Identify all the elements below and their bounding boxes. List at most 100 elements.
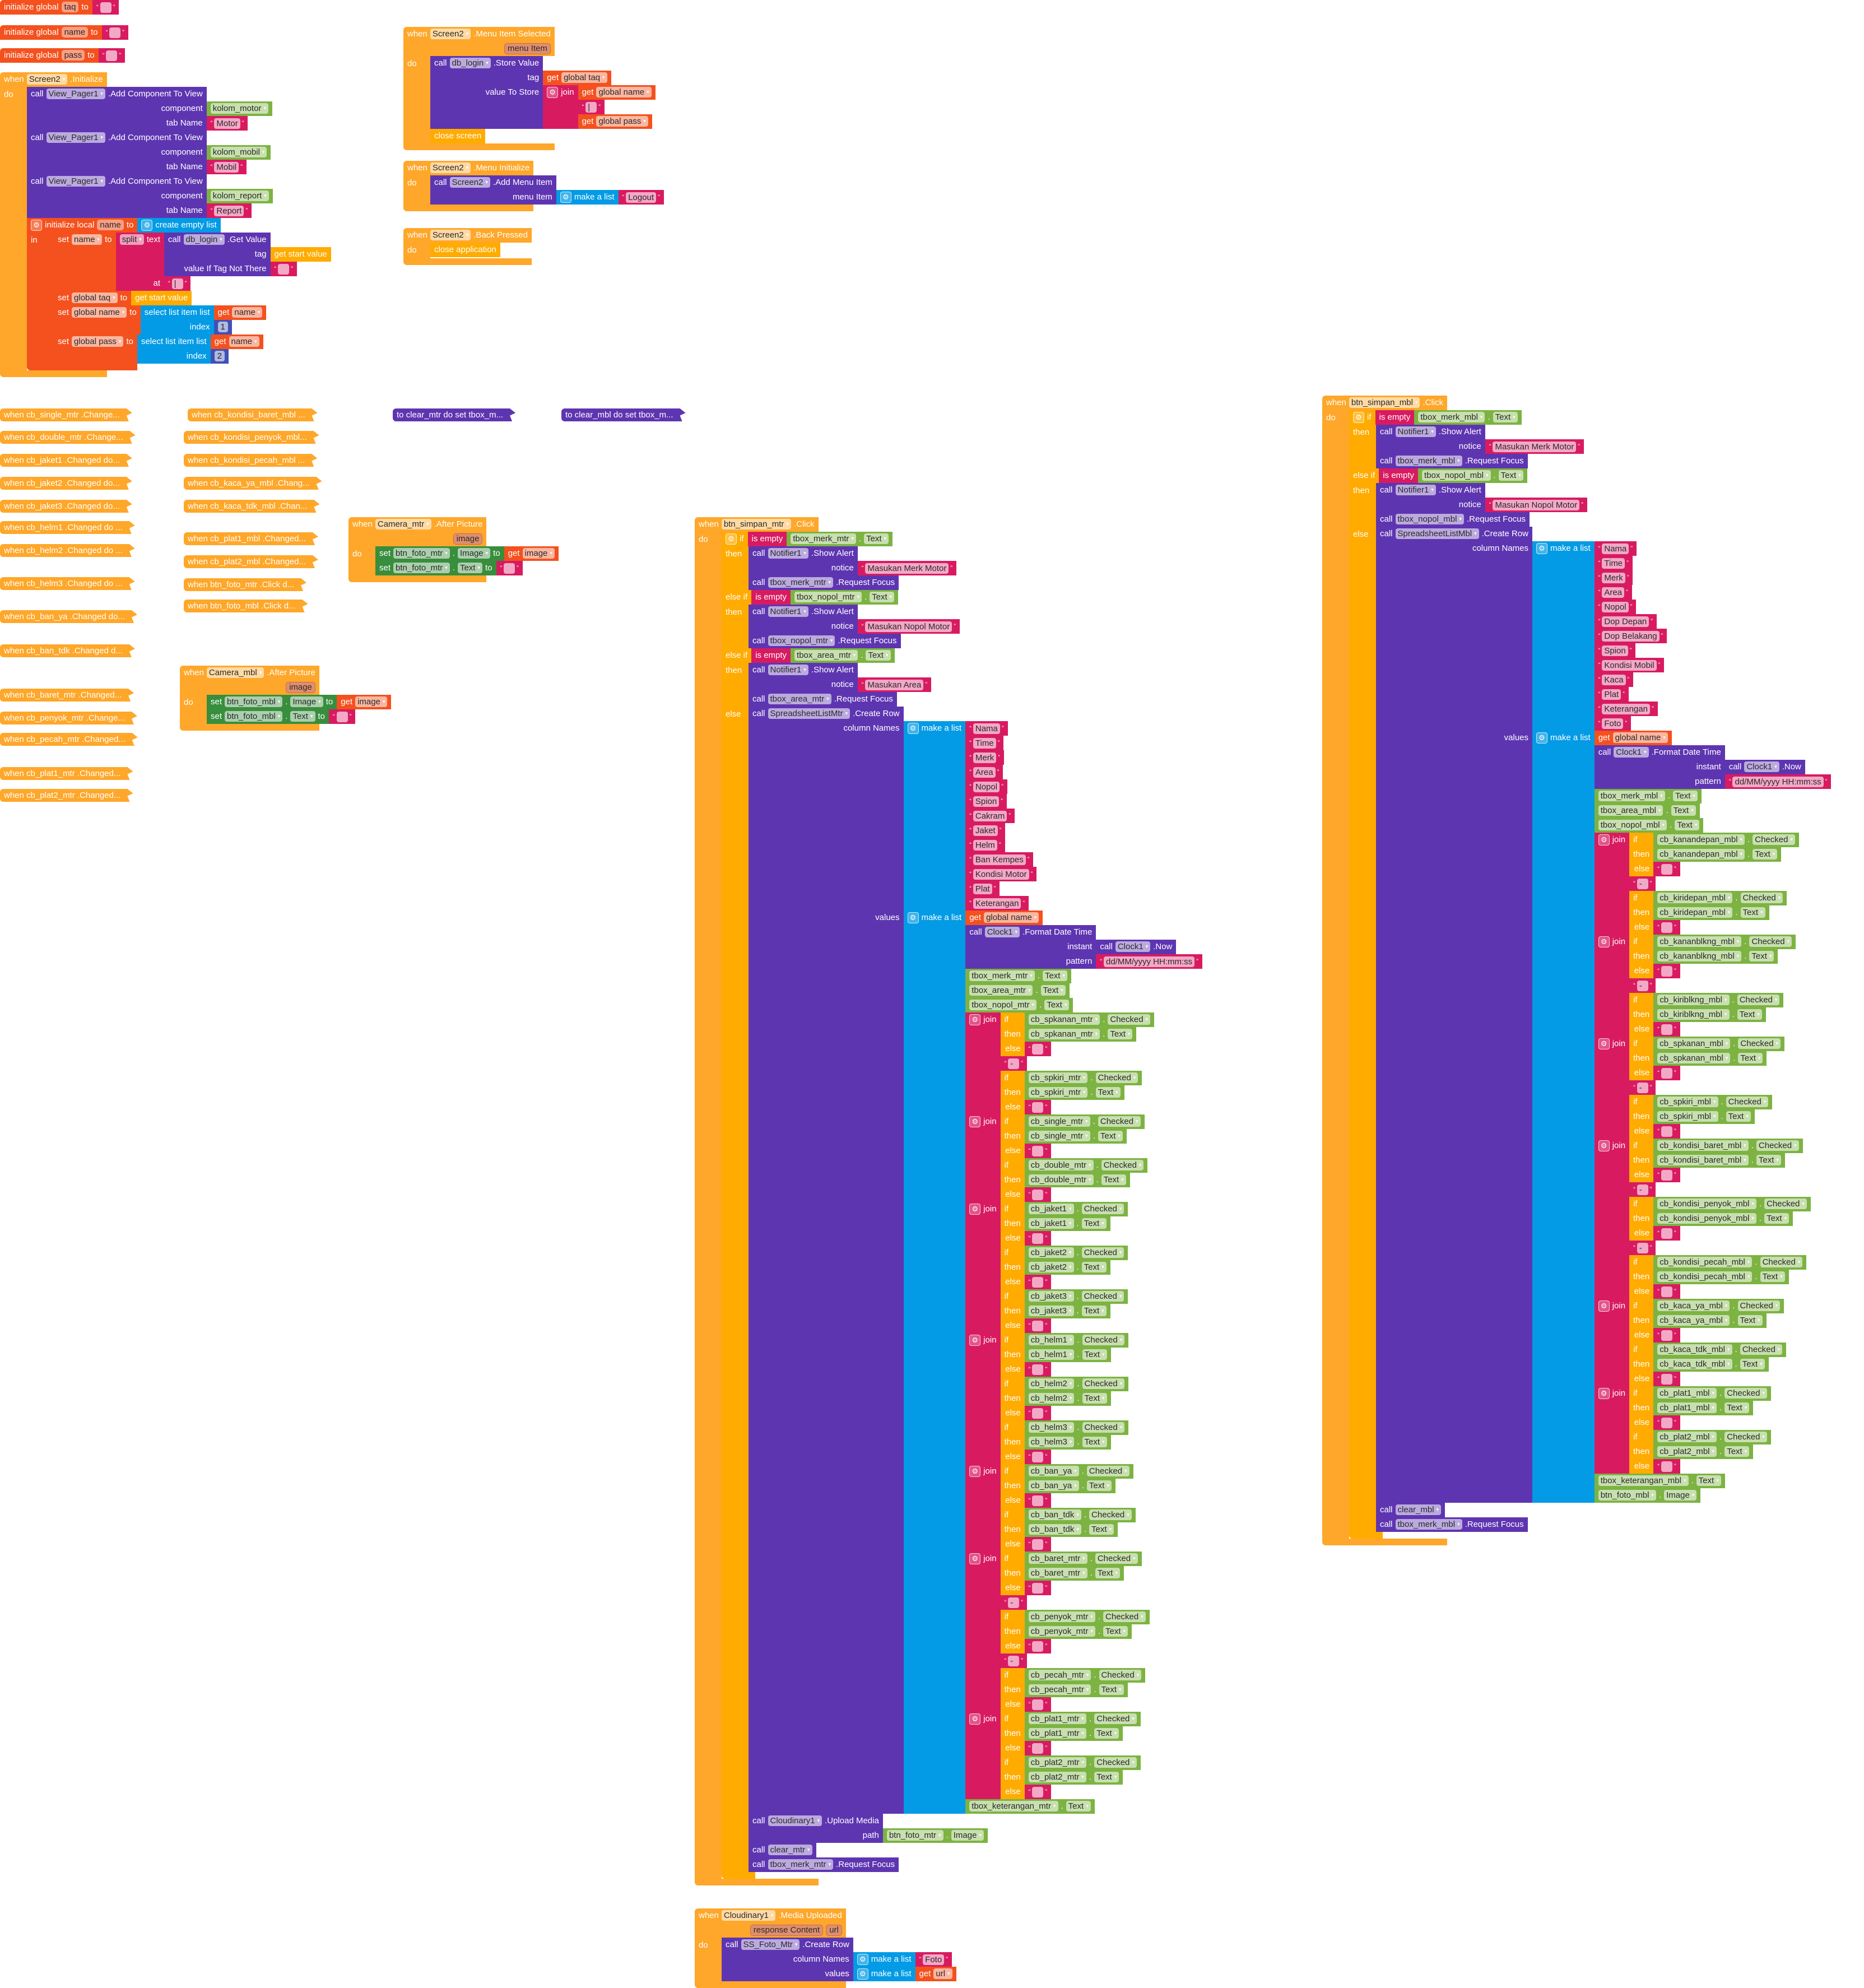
component-getter-block[interactable]: cb_spkanan_mbl▾.Checked▾ <box>1653 1037 1785 1051</box>
string-value[interactable]: Masukan Merk Motor <box>1493 441 1577 452</box>
dropdown-field[interactable]: Text▾ <box>1095 1568 1120 1578</box>
string-value[interactable] <box>1661 1330 1672 1341</box>
dropdown-field[interactable]: tbox_nopol_mtr▾ <box>768 635 835 646</box>
dropdown-field[interactable]: cb_plat1_mtr▾ <box>1028 1728 1087 1739</box>
text-block[interactable]: “Dop Depan” <box>1594 614 1657 629</box>
string-value[interactable] <box>1032 1699 1044 1710</box>
component-getter-block[interactable]: tbox_area_mbl▾.Text▾ <box>1594 803 1700 818</box>
dropdown-field[interactable]: Checked▾ <box>1082 1422 1125 1433</box>
collapsed-event-block[interactable]: when cb_single_mtr .Change... <box>0 408 134 421</box>
string-literal[interactable]: “” <box>500 563 519 574</box>
dropdown-field[interactable]: cb_kiridepan_mbl▾ <box>1657 907 1733 918</box>
dropdown-field[interactable]: Checked▾ <box>1101 1160 1144 1170</box>
dropdown-field[interactable]: Text▾ <box>866 650 891 661</box>
dropdown-field[interactable]: View_Pager1▾ <box>46 132 105 143</box>
variable-name-field[interactable]: taq <box>61 2 79 12</box>
event-parameter[interactable]: response Content <box>750 1925 824 1936</box>
dropdown-field[interactable]: Text▾ <box>1086 1480 1112 1491</box>
string-value[interactable]: Kondisi Motor <box>973 868 1029 880</box>
component-getter-block[interactable]: cb_plat1_mtr▾.Text▾ <box>1024 1726 1123 1741</box>
collapsed-event-block[interactable]: when cb_penyok_mtr .Change... <box>0 712 140 724</box>
text-block[interactable]: “” <box>92 0 119 15</box>
component-getter-block[interactable]: tbox_merk_mtr▾.Text▾ <box>965 969 1071 983</box>
string-literal[interactable]: “Foto” <box>1598 718 1627 729</box>
component-getter-block[interactable]: cb_helm2▾.Checked▾ <box>1024 1377 1129 1391</box>
dropdown-field[interactable]: cb_pecah_mtr▾ <box>1028 1670 1091 1680</box>
dropdown-field[interactable]: Text▾ <box>1724 1446 1750 1457</box>
dropdown-field[interactable]: Image▾ <box>457 548 491 559</box>
string-value[interactable] <box>1661 1126 1672 1137</box>
dropdown-field[interactable]: cb_kondisi_baret_mbl▾ <box>1657 1155 1749 1165</box>
string-value[interactable]: Masukan Merk Motor <box>865 563 949 574</box>
string-literal[interactable]: “Ban Kempes” <box>969 854 1029 865</box>
string-literal[interactable]: “Spion” <box>1598 645 1631 656</box>
component-getter-block[interactable]: btn_foto_mtr▾.Image▾ <box>882 1828 988 1843</box>
string-value[interactable] <box>1032 1539 1044 1550</box>
dropdown-field[interactable]: Camera_mbl▾ <box>206 667 264 678</box>
string-literal[interactable]: “” <box>1029 1495 1047 1506</box>
dropdown-field[interactable]: Text▾ <box>1042 970 1067 981</box>
component-getter-block[interactable]: cb_kaca_tdk_mbl▾.Text▾ <box>1653 1357 1769 1372</box>
gear-icon[interactable]: ⚙ <box>969 1713 981 1725</box>
dropdown-field[interactable]: Notifier1▾ <box>768 606 808 617</box>
dropdown-field[interactable]: cb_plat1_mbl▾ <box>1657 1388 1717 1399</box>
dropdown-field[interactable]: url▾ <box>933 1968 952 1979</box>
string-literal[interactable]: “Keterangan” <box>969 898 1025 909</box>
string-value[interactable]: | <box>585 101 597 113</box>
dropdown-field[interactable]: tbox_area_mtr▾ <box>794 650 858 661</box>
string-literal[interactable]: “Jaket” <box>969 825 1001 836</box>
string-value[interactable]: Kondisi Mobil <box>1602 659 1657 671</box>
dropdown-field[interactable]: cb_kondisi_penyok_mbl▾ <box>1657 1213 1756 1224</box>
dropdown-field[interactable]: Checked▾ <box>1103 1611 1146 1622</box>
component-getter-block[interactable]: cb_plat2_mbl▾.Text▾ <box>1653 1444 1754 1459</box>
string-literal[interactable]: “Kondisi Motor” <box>969 868 1033 880</box>
string-literal[interactable]: “” <box>1657 1330 1676 1341</box>
dropdown-field[interactable]: Checked▾ <box>1098 1116 1141 1127</box>
dropdown-field[interactable]: cb_kaca_ya_mbl▾ <box>1657 1300 1730 1311</box>
string-literal[interactable]: “” <box>1657 1461 1676 1472</box>
collapsed-procedure-block[interactable]: to clear_mtr do set tbox_m... <box>393 408 518 421</box>
text-block[interactable]: “Area” <box>965 765 1003 779</box>
string-value[interactable] <box>1661 1024 1672 1035</box>
string-literal[interactable]: “Masukan Nopol Motor” <box>862 621 956 632</box>
collapsed-event-block[interactable]: when cb_kaca_ya_mbl .Chang... <box>184 477 324 490</box>
dropdown-field[interactable]: split▾ <box>119 234 144 245</box>
event-parameter[interactable]: menu Item <box>504 43 551 54</box>
dropdown-field[interactable]: cb_jaket1▾ <box>1028 1218 1074 1229</box>
text-block[interactable]: “Time” <box>1594 556 1633 570</box>
component-getter-block[interactable]: cb_spkiri_mbl▾.Checked▾ <box>1653 1095 1773 1109</box>
string-value[interactable] <box>100 2 111 13</box>
dropdown-field[interactable]: Text▾ <box>1089 1524 1114 1535</box>
dropdown-field[interactable]: cb_spkanan_mbl▾ <box>1657 1038 1731 1049</box>
string-value[interactable]: Time <box>973 737 996 749</box>
text-block[interactable]: “” <box>1024 1697 1052 1712</box>
component-getter-block[interactable]: tbox_area_mtr▾.Text▾ <box>965 983 1070 998</box>
dropdown-field[interactable]: btn_foto_mtr▾ <box>886 1830 943 1841</box>
string-literal[interactable]: “Dop Depan” <box>1598 616 1653 627</box>
dropdown-field[interactable]: Text▾ <box>1082 1349 1107 1360</box>
dropdown-field[interactable]: cb_jaket2▾ <box>1028 1247 1074 1258</box>
component-getter-block[interactable]: cb_helm3▾.Text▾ <box>1024 1435 1111 1450</box>
dropdown-field[interactable]: Text▾ <box>1098 1131 1123 1141</box>
dropdown-field[interactable]: btn_foto_mbl▾ <box>1598 1490 1656 1501</box>
string-literal[interactable]: “Dop Belakang” <box>1598 630 1663 642</box>
string-value[interactable]: Masukan Area <box>865 679 924 690</box>
dropdown-field[interactable]: cb_kondisi_baret_mbl▾ <box>1657 1140 1749 1151</box>
string-literal[interactable]: “Spion” <box>969 796 1003 807</box>
